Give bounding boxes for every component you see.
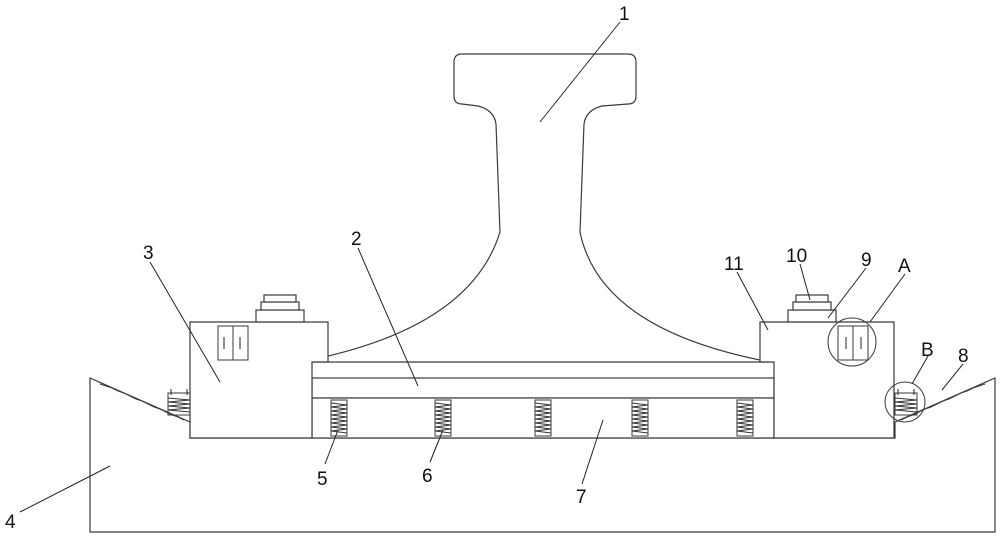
label-5: 5	[317, 469, 328, 490]
label-3: 3	[143, 243, 154, 264]
cushion-springs	[330, 399, 754, 437]
label-6: 6	[422, 466, 433, 487]
detail-circle-a	[827, 317, 877, 367]
left-side-roller	[167, 389, 191, 416]
label-2: 2	[351, 229, 362, 250]
right-clamp-block	[759, 321, 895, 439]
right-side-roller	[894, 389, 918, 416]
left-clamp-block	[189, 321, 329, 439]
label-1: 1	[619, 4, 630, 25]
base-plate	[311, 377, 775, 399]
leader-lines	[19, 21, 964, 513]
label-a: A	[898, 256, 911, 277]
label-10: 10	[786, 246, 807, 267]
label-9: 9	[861, 250, 872, 271]
detail-circle-b	[884, 381, 926, 423]
label-b: B	[921, 340, 934, 361]
left-slope-hatch	[99, 383, 185, 421]
label-4: 4	[5, 512, 16, 533]
right-bolt	[787, 294, 837, 323]
rail	[299, 53, 771, 363]
right-slope-hatch	[900, 383, 986, 421]
label-8: 8	[958, 346, 969, 367]
label-7: 7	[576, 487, 587, 508]
label-11: 11	[724, 254, 744, 275]
left-bolt	[255, 294, 305, 323]
